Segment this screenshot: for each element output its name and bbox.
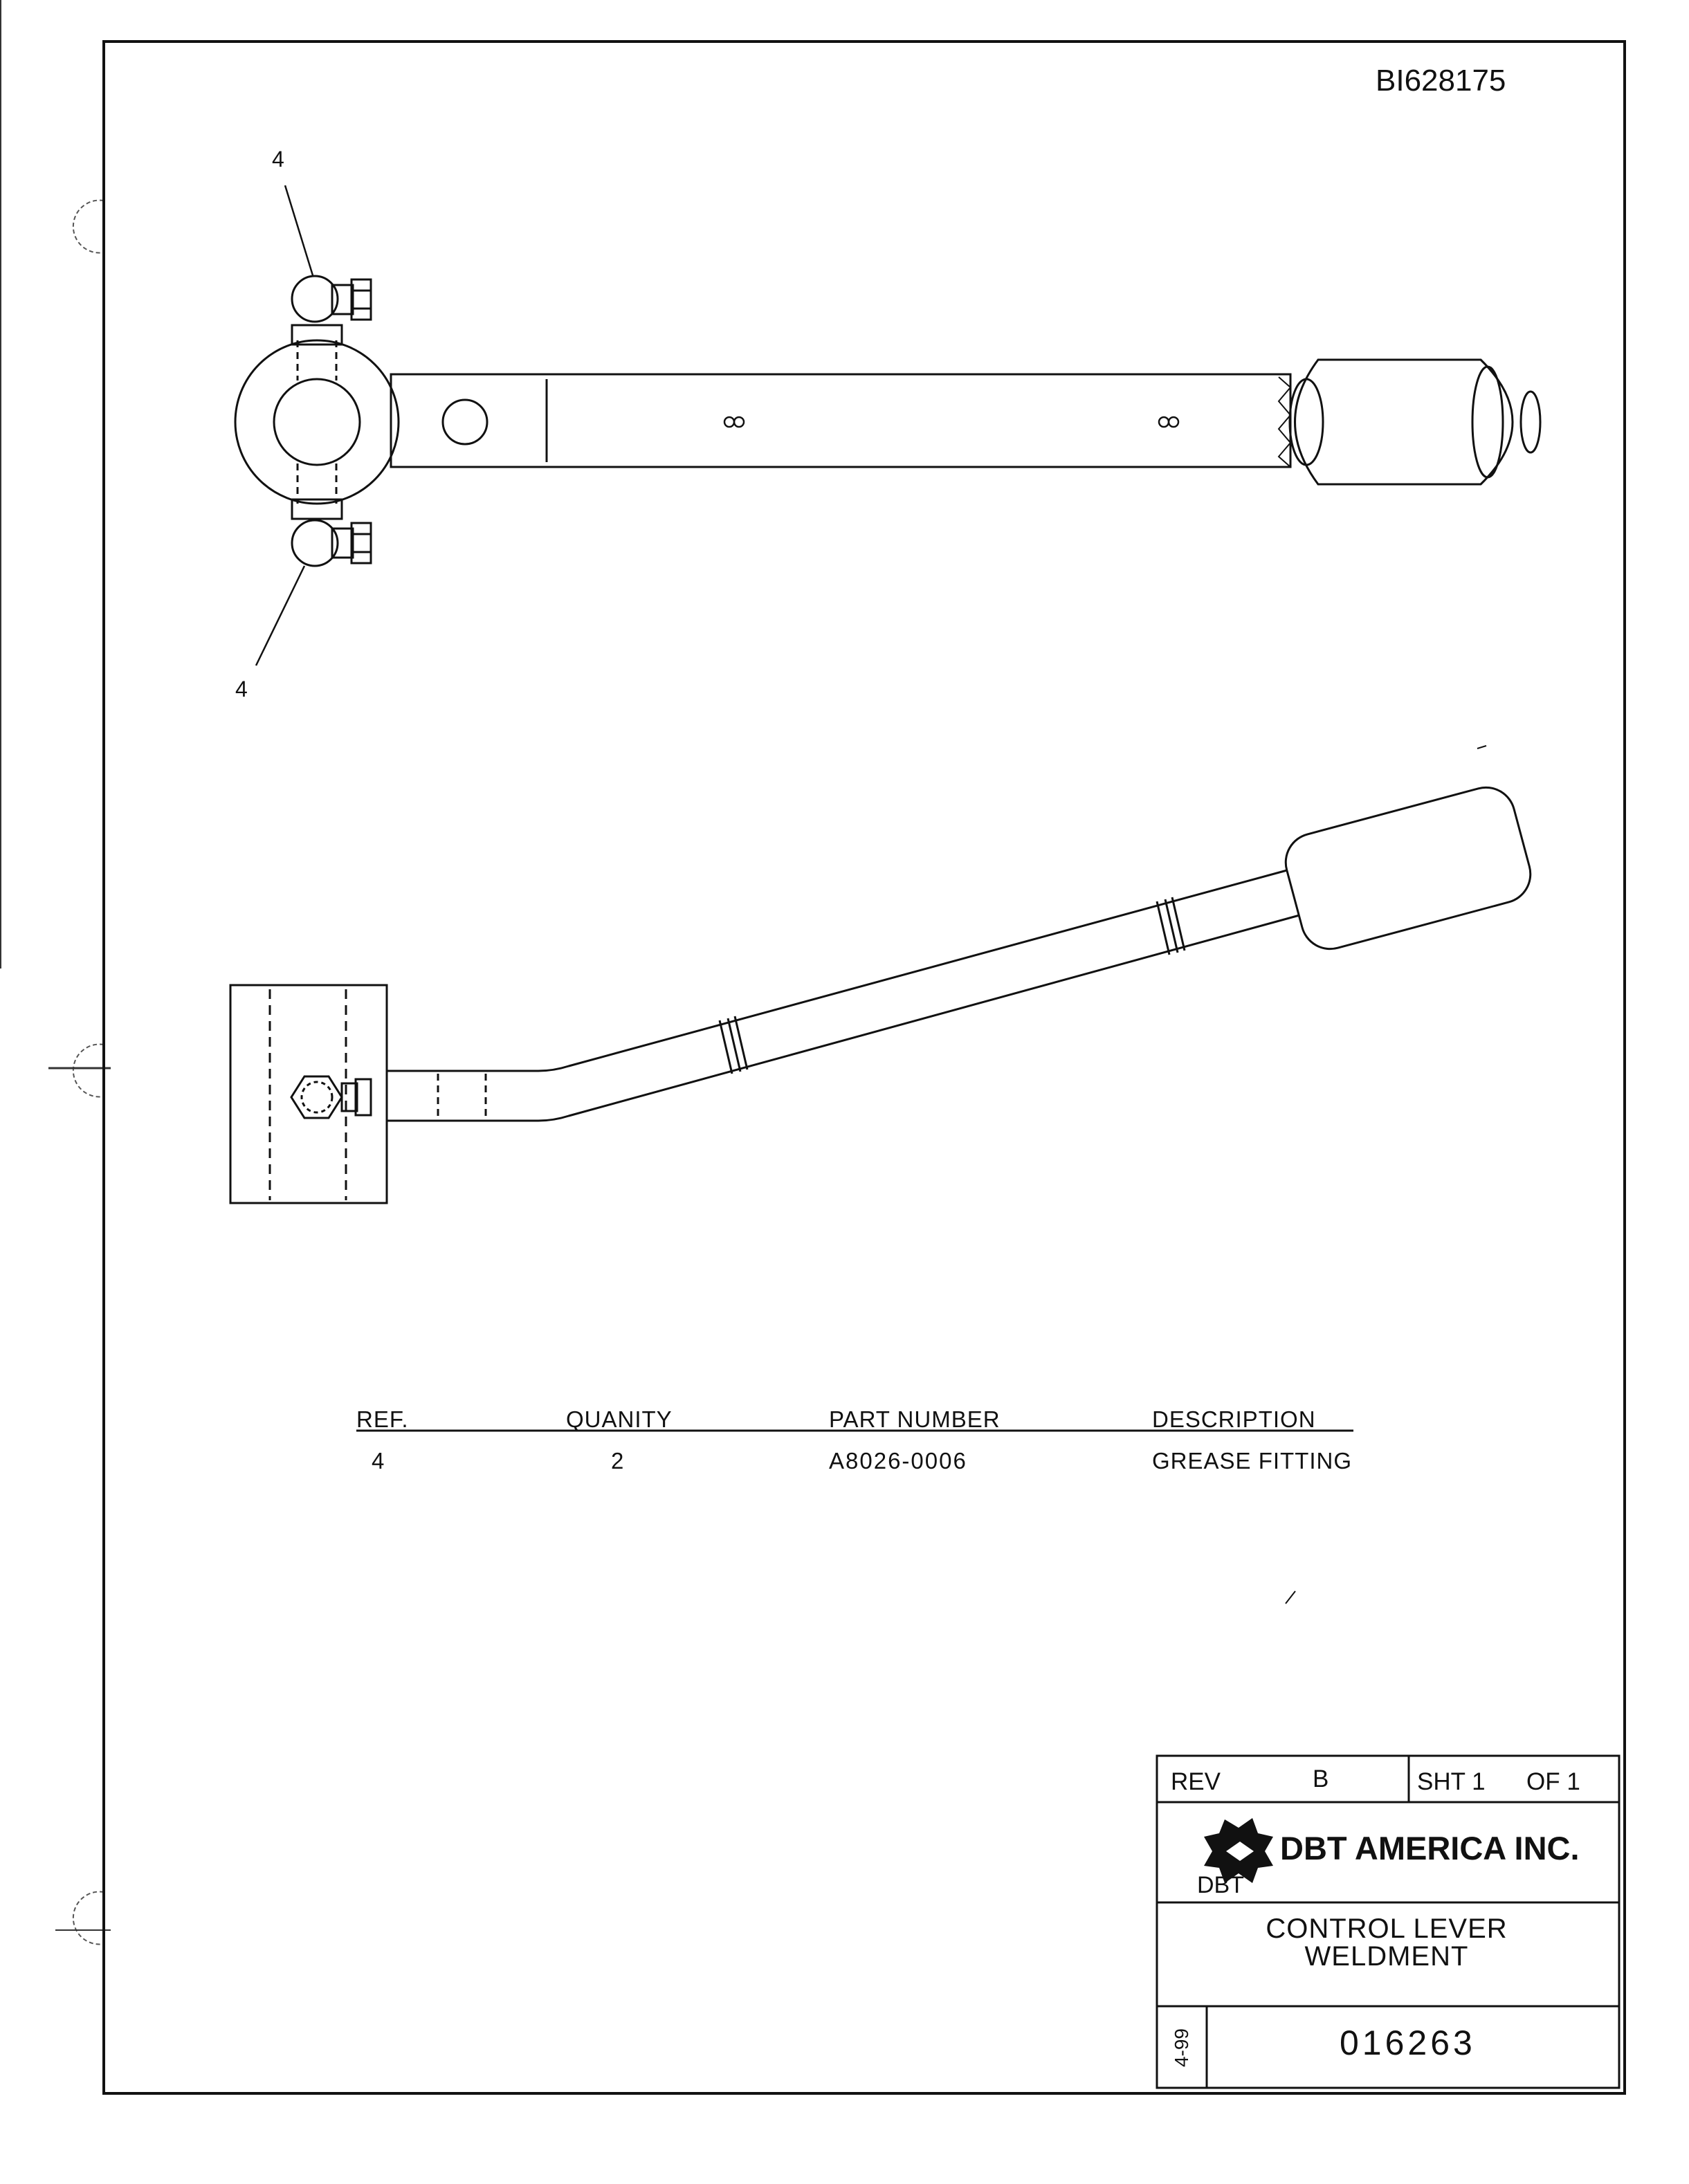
parts-row-quantity: 2 — [611, 1448, 626, 1474]
rev-value: B — [1313, 1765, 1329, 1792]
dbt-logo — [1204, 1818, 1273, 1883]
binder-hole-marks — [72, 199, 104, 1945]
parts-header-ref: REF. — [356, 1406, 409, 1432]
top-view — [234, 185, 1542, 666]
balloon-ref-lower: 4 — [235, 677, 248, 701]
sheet-of-label: OF 1 — [1526, 1768, 1580, 1795]
document-id: BI628175 — [1376, 64, 1506, 98]
logo-text: DBT — [1197, 1872, 1244, 1898]
parts-row-part-number: A8026-0006 — [829, 1448, 967, 1474]
side-view — [229, 745, 1532, 1204]
balloon-ref-upper: 4 — [272, 147, 284, 172]
drawing-date: 4-99 — [1171, 2028, 1192, 2068]
parts-header-description: DESCRIPTION — [1152, 1406, 1316, 1432]
title-block — [1156, 1754, 1620, 2089]
parts-header-quantity: QUANITY — [566, 1406, 673, 1432]
sheet-label: SHT 1 — [1417, 1768, 1486, 1795]
company-name: DBT AMERICA INC. — [1280, 1830, 1580, 1866]
drawing-title-line2: WELDMENT — [1304, 1941, 1469, 1972]
parts-header-part-number: PART NUMBER — [829, 1406, 1001, 1432]
parts-row-description: GREASE FITTING — [1152, 1448, 1353, 1474]
drawing-border — [102, 40, 1626, 2095]
drawing-number: 016263 — [1340, 2024, 1476, 2062]
drawing-title-line1: CONTROL LEVER — [1266, 1914, 1508, 1944]
rev-label: REV — [1171, 1768, 1221, 1795]
parts-row-ref: 4 — [372, 1448, 386, 1474]
